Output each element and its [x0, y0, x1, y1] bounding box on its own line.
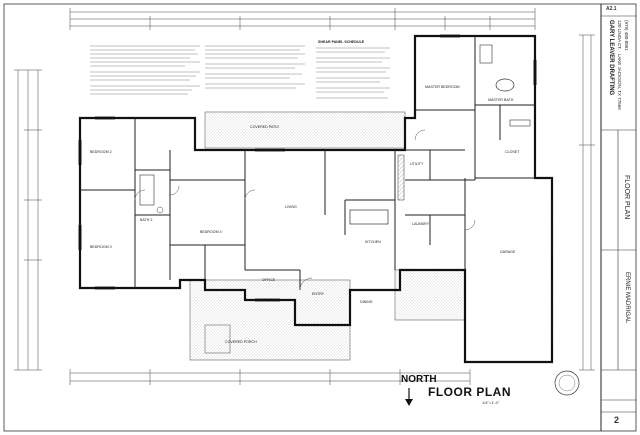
room-label-garage: GARAGE — [500, 250, 516, 254]
sheet-border — [3, 3, 637, 432]
room-label-closet: CLOSET — [505, 150, 520, 154]
drive-approach-slab — [394, 269, 466, 321]
firm-name: GARY LEAVER DRAFTING — [608, 20, 614, 96]
room-label-bedroom3: BEDROOM 3 — [90, 245, 112, 249]
exterior-walls — [78, 34, 554, 364]
dimension-lines-left — [14, 69, 42, 371]
room-label-bedroom2: BEDROOM 2 — [90, 150, 112, 154]
firm-address: 120 LINDA CT. · LAKE JACKSON, TX 77566 — [617, 20, 622, 110]
room-label-office: OFFICE — [262, 278, 276, 282]
dimension-lines-top — [69, 8, 536, 30]
room-label-master-bath: MASTER BATH — [488, 98, 514, 102]
master-tub — [495, 78, 515, 92]
room-label-entry: ENTRY — [312, 292, 325, 296]
bath2-toilet — [156, 206, 164, 214]
room-label-dining: DINING — [360, 300, 373, 304]
windows — [78, 34, 537, 302]
scale-note: 1/4"=1'-0" — [482, 400, 500, 405]
room-label-kitchen: KITCHEN — [365, 240, 381, 244]
room-label-laundry: LAUNDRY — [412, 222, 430, 226]
door-swings — [134, 129, 476, 291]
north-arrow-icon — [405, 388, 413, 406]
master-vanity — [509, 119, 531, 127]
title-block-frame — [601, 15, 636, 413]
sheet-id: A2.1 — [606, 6, 617, 12]
room-label-master-bedroom: MASTER BEDROOM — [425, 85, 460, 89]
firm-phone: (979) 480-8861 — [624, 20, 629, 51]
client-name: ERNIE MADRIGAL — [624, 272, 630, 324]
north-label: NORTH — [401, 374, 437, 385]
kitchen-island — [349, 209, 389, 225]
porch-step-slab — [204, 324, 231, 354]
general-notes-block — [90, 45, 305, 95]
engineer-seal — [554, 370, 580, 396]
page-title: FLOOR PLAN — [428, 385, 511, 399]
room-label-living: LIVING — [285, 205, 297, 209]
dimension-lines-bottom — [69, 369, 471, 385]
room-label-bedroom4: BEDROOM 4 — [200, 230, 222, 234]
shear-panel-schedule-title: SHEAR PANEL SCHEDULE — [318, 40, 365, 44]
room-label-utility: UTILITY — [410, 162, 424, 166]
room-label-covered-patio: COVERED PATIO — [250, 125, 280, 129]
room-label-covered-porch: COVERED PORCH — [225, 340, 257, 344]
interior-walls — [80, 36, 535, 290]
bath2-tub — [139, 174, 155, 206]
drawing-name: FLOOR PLAN — [623, 175, 630, 220]
shear-panel-schedule-block — [316, 47, 390, 99]
room-label-bath2: BATH 2 — [140, 218, 153, 222]
covered-patio-slab — [204, 111, 406, 149]
master-shower — [479, 44, 493, 64]
dimension-lines-right — [579, 34, 595, 371]
sheet-number: 2 — [614, 415, 620, 425]
kitchen-counter — [397, 154, 405, 201]
